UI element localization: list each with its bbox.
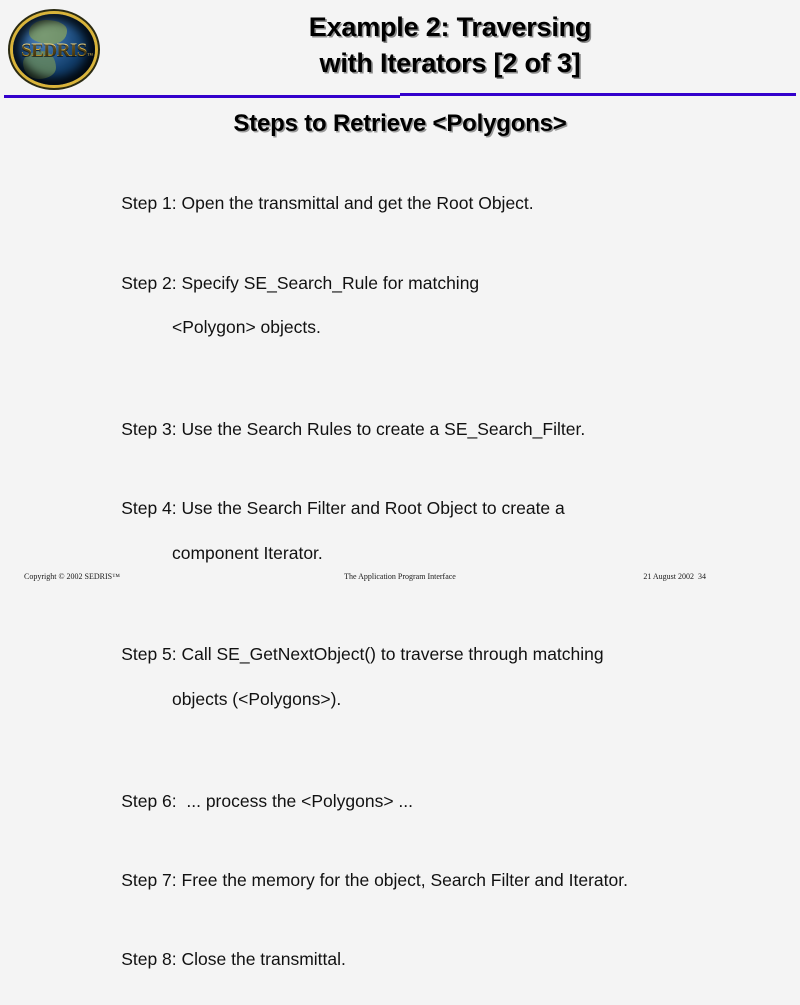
step-continuation: objects (<Polygons>). [172,689,342,710]
step-text: Step 8: Close the transmittal. [121,949,346,970]
presentation-slide: SEDRIS ™ Example 2: Traversing with Iter… [0,10,800,970]
list-item: Step 1: Open the transmittal and get the… [92,170,772,237]
step-continuation: component Iterator. [172,542,323,563]
step-text: Step 3: Use the Search Rules to create a… [121,418,586,439]
slide-title-line2: with Iterators [2 of 3] [319,47,581,78]
footer-page-number: 34 [698,572,706,581]
globe-icon [13,14,95,85]
slide-title: Example 2: Traversing with Iterators [2 … [120,10,780,81]
header-divider-right [400,93,796,96]
header-divider-left [4,95,400,98]
slide-subtitle: Steps to Retrieve <Polygons> [233,110,567,137]
step-text: Step 2: Specify SE_Search_Rule for match… [121,272,480,293]
list-item: Step 7: Free the memory for the object, … [92,847,772,914]
list-item: Step 2: Specify SE_Search_Rule for match… [92,249,772,383]
step-text: Step 5: Call SE_GetNextObject() to trave… [121,644,604,665]
slide-title-line1: Example 2: Traversing [308,12,592,42]
list-item: Step 3: Use the Search Rules to create a… [92,396,772,463]
slide-footer: Copyright © 2002 SEDRIS™ The Application… [0,560,800,600]
sedris-globe-logo: SEDRIS ™ [11,13,99,86]
footer-title: The Application Program Interface [344,572,456,581]
logo-trademark-icon: ™ [87,53,93,59]
footer-date: 21 August 2002 [643,572,694,581]
list-item: Step 8: Close the transmittal. [92,926,772,993]
footer-date-and-page: 21 August 2002 34 [643,572,706,581]
list-item: Step 4: Use the Search Filter and Root O… [92,475,772,609]
step-text: Step 4: Use the Search Filter and Root O… [121,498,565,519]
step-text: Step 6: ... process the <Polygons> ... [121,790,414,811]
step-text: Step 1: Open the transmittal and get the… [121,193,534,214]
footer-copyright: Copyright © 2002 SEDRIS™ [24,572,120,581]
logo-wordmark: SEDRIS [11,41,97,60]
list-item: Step 5: Call SE_GetNextObject() to trave… [92,621,772,755]
list-item: Step 6: ... process the <Polygons> ... [92,767,772,834]
step-text: Step 7: Free the memory for the object, … [121,869,628,890]
step-continuation: <Polygon> objects. [172,317,321,338]
